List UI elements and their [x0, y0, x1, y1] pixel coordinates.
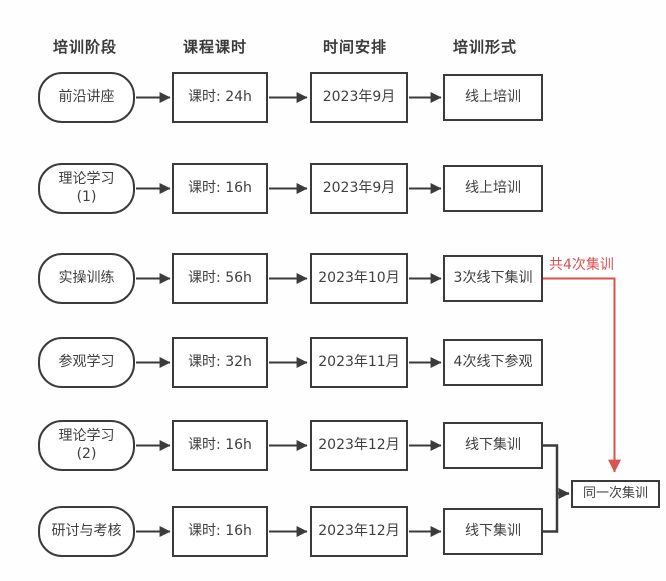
stage-node-theory-study-2: 理论学习 (2) — [38, 420, 135, 471]
hours-node: 课时: 16h — [172, 506, 268, 557]
hours-label: 课时: 32h — [188, 353, 252, 370]
format-label: 线下集训 — [465, 522, 521, 539]
time-node: 2023年9月 — [310, 163, 408, 214]
column-header-stage: 培训阶段 — [52, 38, 117, 56]
hours-node: 课时: 16h — [172, 420, 268, 471]
time-label: 2023年12月 — [318, 522, 400, 539]
time-label: 2023年9月 — [322, 179, 396, 196]
hours-node: 课时: 16h — [172, 163, 268, 214]
format-label: 3次线下集训 — [453, 269, 533, 286]
stage-label: 理论学习 — [58, 171, 115, 187]
time-node: 2023年10月 — [310, 253, 408, 304]
format-label: 4次线下参观 — [453, 353, 533, 370]
hours-label: 课时: 56h — [188, 269, 252, 286]
format-node: 3次线下集训 — [443, 255, 543, 302]
stage-node-visit-study: 参观学习 — [38, 337, 135, 388]
stage-label: 理论学习 — [58, 428, 115, 444]
format-label: 线上培训 — [465, 179, 521, 196]
hours-label: 课时: 16h — [188, 179, 252, 196]
stage-label: 实操训练 — [58, 269, 115, 286]
time-node: 2023年12月 — [310, 506, 408, 557]
format-node: 线下集训 — [443, 422, 543, 469]
column-header-format: 培训形式 — [452, 38, 517, 56]
time-label: 2023年9月 — [322, 88, 396, 105]
merge-bracket — [543, 444, 570, 533]
stage-node-practical-training: 实操训练 — [38, 253, 135, 304]
stage-node-discussion-assessment: 研讨与考核 — [38, 506, 135, 557]
hours-node: 课时: 24h — [172, 72, 268, 123]
hours-label: 课时: 24h — [188, 88, 252, 105]
column-header-hours: 课程课时 — [182, 38, 247, 56]
annotation-total-sessions: 共4次集训 — [549, 257, 614, 273]
time-label: 2023年11月 — [318, 353, 400, 370]
hours-label: 课时: 16h — [188, 522, 252, 539]
format-label: 线下集训 — [465, 436, 521, 453]
stage-label: 前沿讲座 — [58, 88, 115, 105]
time-node: 2023年12月 — [310, 420, 408, 471]
stage-sublabel: (2) — [76, 445, 97, 462]
red-callout-arrow — [543, 277, 621, 473]
column-header-time: 时间安排 — [322, 38, 387, 56]
hours-node: 课时: 56h — [172, 253, 268, 304]
format-node: 线上培训 — [443, 165, 543, 212]
time-node: 2023年11月 — [310, 337, 408, 388]
hours-label: 课时: 16h — [188, 436, 252, 453]
merge-node-same-session: 同一次集训 — [571, 480, 660, 508]
merge-label: 同一次集训 — [582, 485, 648, 501]
stage-label: 参观学习 — [58, 353, 115, 370]
time-label: 2023年12月 — [318, 436, 400, 453]
format-node: 4次线下参观 — [443, 339, 543, 386]
format-label: 线上培训 — [465, 88, 521, 105]
stage-node-theory-study-1: 理论学习 (1) — [38, 163, 135, 214]
time-label: 2023年10月 — [318, 269, 400, 286]
stage-node-frontier-lecture: 前沿讲座 — [38, 72, 135, 123]
format-node: 线下集训 — [443, 508, 543, 555]
stage-sublabel: (1) — [76, 188, 97, 205]
time-node: 2023年9月 — [310, 72, 408, 123]
stage-label: 研讨与考核 — [51, 522, 122, 539]
hours-node: 课时: 32h — [172, 337, 268, 388]
format-node: 线上培训 — [443, 74, 543, 121]
